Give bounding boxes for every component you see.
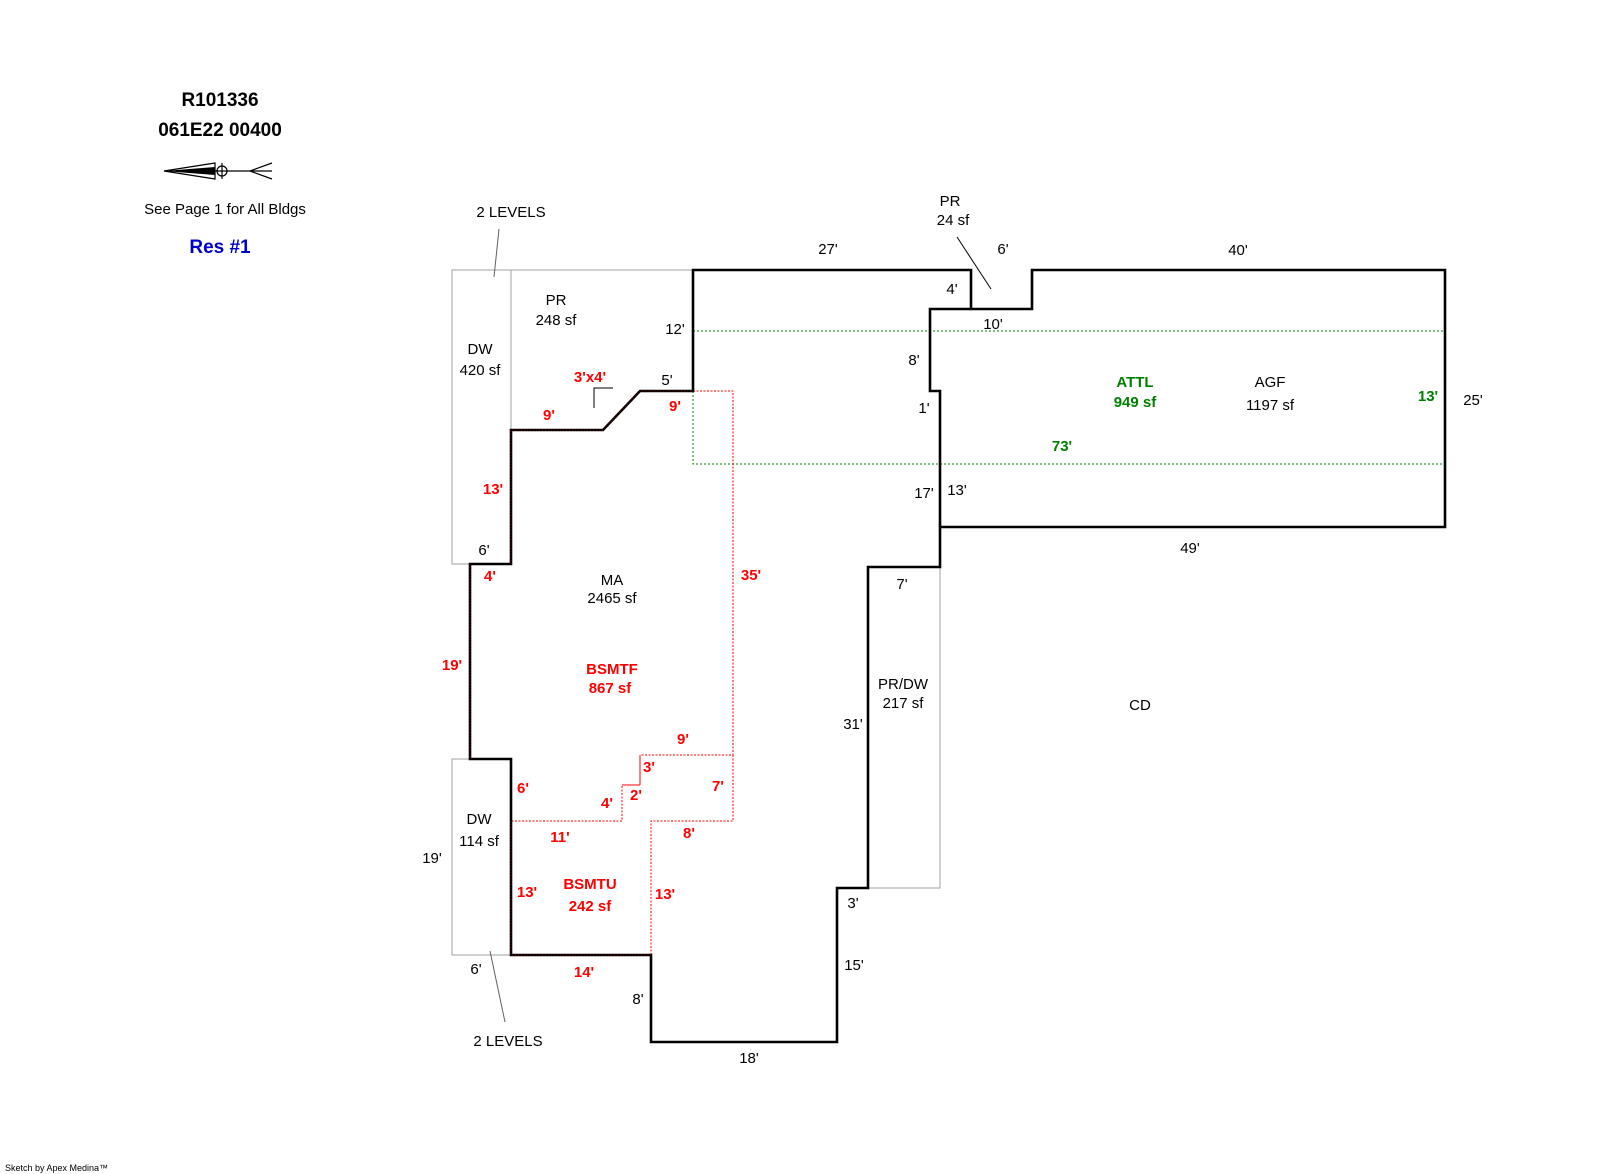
dim-label: 6' (478, 542, 489, 559)
dim-label: 4' (484, 568, 496, 585)
bsmtf-area: 867 sf (589, 680, 633, 697)
dim-label: 2' (630, 787, 642, 804)
dim-label: 6' (517, 780, 529, 797)
cd-name: CD (1129, 697, 1151, 714)
dim-label: 19' (442, 657, 462, 674)
agf-partition (928, 307, 971, 527)
dim-label: 4' (601, 795, 613, 812)
dim-label: 13' (1418, 388, 1438, 405)
dw-top-outline (451, 269, 512, 565)
dim-label: 31' (843, 716, 863, 733)
dim-label: 6' (997, 241, 1008, 258)
dim-label: 10' (983, 316, 1003, 333)
dim-label: 3' (847, 895, 858, 912)
dim-label: 73' (1052, 438, 1072, 455)
map-tax-lot: 061E22 00400 (158, 120, 282, 141)
prdw-outline (868, 566, 941, 889)
dim-label: 35' (741, 567, 761, 584)
dim-label: 6' (470, 961, 481, 978)
bsmtu-area: 242 sf (569, 898, 613, 915)
prdw-name: PR/DW (878, 676, 929, 693)
pr-small-area: 24 sf (937, 212, 970, 229)
dim-label: 40' (1228, 242, 1248, 259)
dim-label: 1' (918, 400, 929, 417)
dim-label: 9' (677, 731, 689, 748)
agf-name: AGF (1255, 374, 1286, 391)
ma-area: 2465 sf (587, 590, 637, 607)
dw-top-levels: 2 LEVELS (476, 204, 545, 221)
prdw-area: 217 sf (883, 695, 925, 712)
attl-name: ATTL (1116, 374, 1153, 391)
dw-top-area: 420 sf (460, 362, 502, 379)
pr-small-name: PR (940, 193, 961, 210)
page-note: See Page 1 for All Bldgs (144, 201, 306, 218)
dw-top-name: DW (468, 341, 494, 358)
dw-bottom-levels: 2 LEVELS (473, 1033, 542, 1050)
dim-label: 18' (739, 1050, 759, 1067)
dim-label: 4' (946, 281, 957, 298)
bay-marker (593, 387, 613, 408)
dim-label: 13' (947, 482, 967, 499)
dim-label: 19' (422, 850, 442, 867)
dim-label: 9' (669, 398, 681, 415)
dim-label: 11' (550, 829, 569, 846)
ma-name: MA (601, 572, 624, 589)
dim-label: 17' (914, 485, 934, 502)
bsmtu-name: BSMTU (563, 876, 616, 893)
dim-label: 13' (517, 884, 537, 901)
dim-label: 8' (683, 825, 695, 842)
dim-label: 5' (661, 372, 672, 389)
dim-label: 3' (643, 759, 655, 776)
pr-top-left-area: 248 sf (536, 312, 578, 329)
dim-label: 8' (632, 991, 643, 1008)
dw-bottom-name: DW (467, 811, 493, 828)
north-arrow-icon (163, 162, 273, 180)
dim-label: 13' (655, 886, 675, 903)
sketch-credit: Sketch by Apex Medina™ (5, 1163, 109, 1173)
bsmtu-outline (650, 755, 734, 955)
property-id: R101336 (181, 90, 259, 111)
dim-label: 3'x4' (574, 369, 606, 386)
dim-label: 25' (1463, 392, 1483, 409)
building-label: Res #1 (189, 237, 251, 258)
agf-area: 1197 sf (1246, 397, 1295, 414)
dim-label: 9' (543, 407, 555, 424)
pr-top-left-name: PR (546, 292, 567, 309)
dw-bottom-area: 114 sf (459, 833, 500, 850)
dim-label: 27' (818, 241, 838, 258)
dim-label: 13' (483, 481, 503, 498)
dim-label: 12' (665, 321, 685, 338)
dim-label: 7' (896, 576, 907, 593)
bsmtf-name: BSMTF (586, 661, 638, 678)
building-outline (468, 268, 1447, 1044)
dim-label: 15' (844, 957, 864, 974)
dim-label: 7' (712, 778, 724, 795)
dim-label: 49' (1180, 540, 1200, 557)
attl-area: 949 sf (1114, 394, 1158, 411)
dim-label: 8' (908, 352, 919, 369)
dim-label: 14' (574, 964, 594, 981)
dw-bottom-outline (451, 758, 512, 956)
